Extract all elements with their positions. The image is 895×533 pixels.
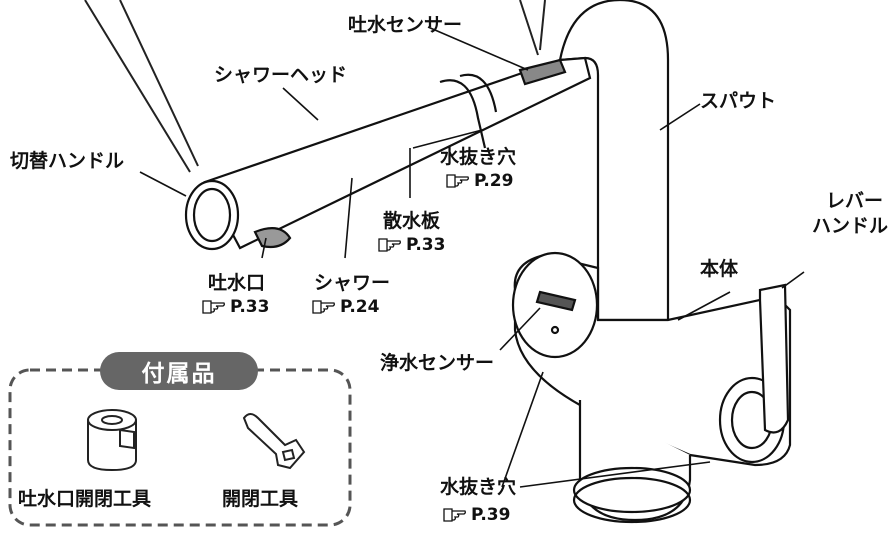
pointing-hand-icon (312, 299, 336, 315)
label-spout: スパウト (700, 90, 777, 112)
label-shower-head: シャワーヘッド (214, 64, 348, 86)
label-shower: シャワー (314, 272, 391, 294)
outlet-tool-illustration (87, 409, 137, 472)
shower-head-shape (184, 56, 592, 251)
pointer-rays (84, 0, 546, 173)
accessories-title: 付属品 (100, 352, 258, 390)
opening-tool-illustration (242, 413, 306, 470)
label-switch-handle: 切替ハンドル (10, 150, 125, 172)
label-spout-sensor: 吐水センサー (348, 14, 463, 36)
accessory-opening-tool-label: 開閉工具 (222, 488, 299, 510)
ref-drain-hole-top: P.29 (446, 171, 513, 191)
label-body: 本体 (700, 258, 739, 280)
spout-shape (558, 0, 670, 322)
pointing-hand-icon (378, 237, 402, 253)
label-lever-handle-2: ハンドル (812, 215, 889, 237)
pointing-hand-icon (443, 507, 467, 523)
leader-lines (139, 26, 805, 488)
faucet-body-shape (511, 251, 792, 524)
pointing-hand-icon (202, 299, 226, 315)
ref-spray-plate: P.33 (378, 235, 445, 255)
ref-shower: P.24 (312, 297, 379, 317)
accessory-outlet-tool-label: 吐水口開閉工具 (18, 488, 152, 510)
label-lever-handle-1: レバー (826, 190, 884, 212)
ref-outlet: P.33 (202, 297, 269, 317)
ref-drain-hole-bottom: P.39 (443, 505, 510, 525)
pointing-hand-icon (446, 173, 470, 189)
label-purify-sensor: 浄水センサー (380, 352, 495, 374)
label-outlet: 吐水口 (208, 272, 266, 294)
label-drain-hole-bottom: 水抜き穴 (440, 476, 517, 498)
label-spray-plate: 散水板 (383, 210, 441, 232)
label-drain-hole-top: 水抜き穴 (440, 146, 517, 168)
